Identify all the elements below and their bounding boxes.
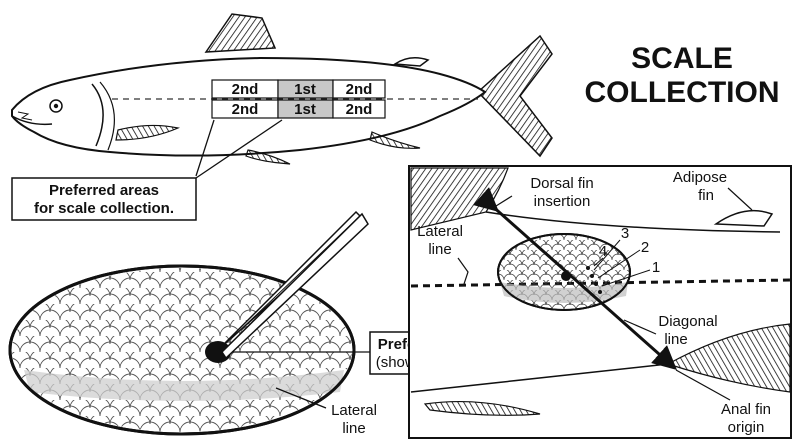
- scale-magnification-ellipse: [10, 212, 368, 434]
- row-number-2: 2: [641, 239, 649, 256]
- grid-bottom-center: 1st: [294, 101, 316, 118]
- row-number-1: 1: [652, 259, 660, 276]
- dorsal-fin: [206, 14, 275, 52]
- grid-top-left: 2nd: [232, 81, 259, 98]
- anal-fin: [370, 132, 420, 148]
- diagonal-line-label-1: Diagonal: [658, 313, 717, 330]
- row-number-3: 3: [621, 225, 629, 242]
- inset-lateral-line-label-1: Lateral: [417, 223, 463, 240]
- diagonal-line-label-2: line: [664, 331, 687, 348]
- grid-bottom-right: 2nd: [346, 101, 373, 118]
- adipose-fin-label-2: fin: [698, 187, 714, 204]
- tail-fin: [478, 36, 552, 156]
- row-number-4: 4: [599, 243, 607, 260]
- left-lateral-line-2: line: [342, 420, 365, 437]
- left-lateral-line-1: Lateral: [331, 402, 377, 419]
- grid-bottom-left: 2nd: [232, 101, 259, 118]
- inset-lateral-line-label-2: line: [428, 241, 451, 258]
- title-block: SCALE COLLECTION: [585, 42, 780, 109]
- anal-fin-label-1: Anal fin: [721, 401, 771, 418]
- preferred-areas-line-1: Preferred areas: [49, 182, 159, 199]
- title-line-2: COLLECTION: [585, 76, 780, 109]
- dorsal-fin-label-1: Dorsal fin: [530, 175, 593, 192]
- adipose-fin: [395, 58, 428, 66]
- dorsal-fin-label-2: insertion: [534, 193, 591, 210]
- preferred-areas-line-2: for scale collection.: [34, 200, 174, 217]
- grid-top-center: 1st: [294, 81, 316, 98]
- grid-top-right: 2nd: [346, 81, 373, 98]
- title-line-1: SCALE: [631, 42, 733, 75]
- inset-panel: [409, 166, 791, 438]
- anal-fin-label-2: origin: [728, 419, 765, 436]
- adipose-fin-label-1: Adipose: [673, 169, 727, 186]
